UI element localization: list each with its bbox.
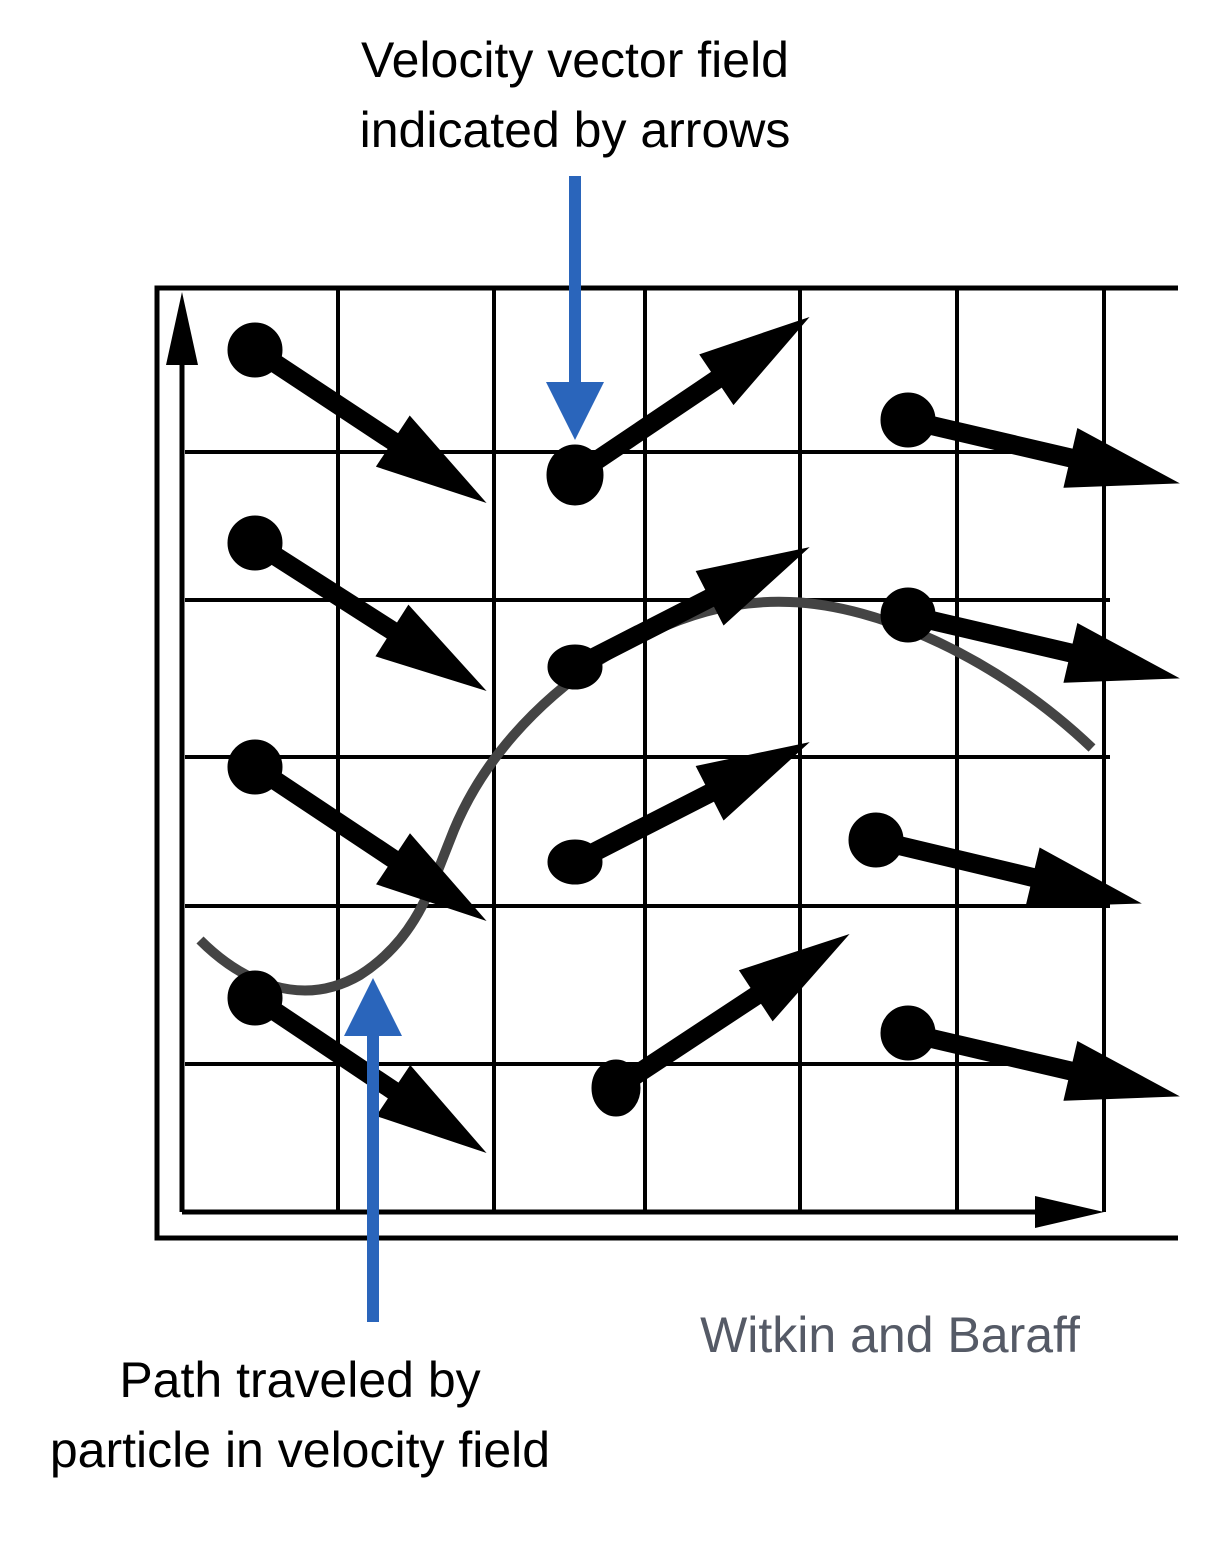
particle-dot: [227, 970, 283, 1026]
velocity-vector: [547, 742, 810, 885]
particle-dot: [227, 322, 283, 378]
vector-field-caption: Velocity vector field indicated by arrow…: [320, 25, 830, 165]
path-caption-line2: particle in velocity field: [49, 1422, 551, 1478]
particle-dot: [227, 739, 283, 795]
velocity-vector-arrowhead: [1063, 1041, 1180, 1101]
y-axis-arrowhead: [166, 292, 198, 365]
velocity-vector: [880, 587, 1180, 683]
outer-frame: [154, 285, 1178, 1241]
velocity-vector: [591, 933, 850, 1117]
velocity-vector: [227, 515, 487, 692]
velocity-vector-arrowhead: [1063, 623, 1180, 683]
path-caption-line1: Path traveled by: [119, 1352, 481, 1408]
velocity-vector-arrowhead: [376, 1065, 487, 1154]
particle-dot: [880, 587, 936, 643]
velocity-vector: [848, 812, 1142, 908]
velocity-vector: [880, 1005, 1180, 1101]
annotation-arrow-bottom: [344, 978, 402, 1322]
particle-dot: [848, 812, 904, 868]
particle-path: [196, 596, 1096, 996]
velocity-vector: [546, 316, 810, 506]
velocity-vector: [227, 970, 487, 1154]
velocity-vector: [880, 392, 1180, 488]
particle-dot: [591, 1059, 641, 1117]
velocity-vector-arrowhead: [1025, 847, 1142, 908]
velocity-vector-arrowhead: [738, 933, 850, 1022]
particle-dot: [227, 515, 283, 571]
velocity-vector: [547, 547, 810, 690]
velocity-vector: [227, 739, 487, 922]
axes: [166, 292, 1104, 1228]
velocity-vector-arrowhead: [375, 604, 487, 692]
velocity-vector: [227, 322, 487, 504]
vector-field-caption-line2: indicated by arrows: [359, 102, 791, 158]
velocity-vector-arrowhead: [695, 547, 810, 626]
annotation-arrow-top: [546, 176, 604, 440]
particle-dot: [880, 1005, 936, 1061]
velocity-vector-arrowhead: [376, 833, 487, 922]
velocity-vector-arrowhead: [699, 316, 810, 406]
credit-text: Witkin and Baraff: [700, 1307, 1080, 1363]
vector-field-caption-line1: Velocity vector field: [361, 32, 789, 88]
x-axis-arrowhead: [1035, 1196, 1104, 1228]
velocity-vector-arrowhead: [375, 415, 487, 504]
particle-dot: [546, 444, 604, 506]
particle-dot: [880, 392, 936, 448]
velocity-vectors: [227, 316, 1180, 1154]
velocity-vector-arrowhead: [1063, 428, 1180, 488]
particle-dot: [547, 839, 603, 885]
velocity-vector-arrowhead: [695, 742, 810, 821]
particle-dot: [547, 644, 603, 690]
path-caption: Path traveled by particle in velocity fi…: [0, 1345, 600, 1485]
